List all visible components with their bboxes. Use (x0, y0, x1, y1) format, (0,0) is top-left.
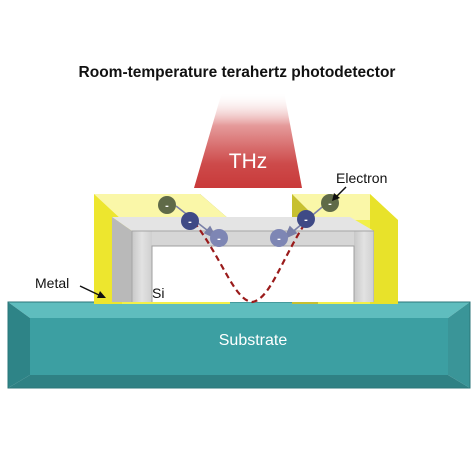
electron-pointer-arrow (332, 186, 347, 201)
thz-label: THz (229, 150, 268, 173)
substrate-label: Substrate (219, 332, 288, 349)
diagram-title: Room-temperature terahertz photodetector (78, 64, 396, 81)
metal-right-front (374, 222, 398, 304)
electron-left-top: - (158, 196, 176, 214)
metal-label: Metal (35, 275, 69, 291)
electron-right-mid: - (297, 210, 315, 228)
svg-text:-: - (188, 216, 192, 228)
substrate-block (7, 301, 471, 389)
si-label: Si (152, 285, 164, 301)
svg-text:-: - (304, 214, 308, 226)
electron-label: Electron (336, 170, 387, 186)
metal-left-front (94, 222, 112, 304)
svg-text:-: - (217, 233, 221, 245)
svg-text:-: - (277, 233, 281, 245)
electron-left-low: - (210, 229, 228, 247)
thz-beam: THz (194, 92, 302, 188)
electron-right-low: - (270, 229, 288, 247)
metal-pointer-arrow (79, 285, 106, 298)
electron-left-mid: - (181, 212, 199, 230)
plasma-wave (193, 221, 307, 304)
svg-text:-: - (328, 198, 332, 210)
svg-text:-: - (165, 200, 169, 212)
silicon-bridge (112, 217, 375, 302)
